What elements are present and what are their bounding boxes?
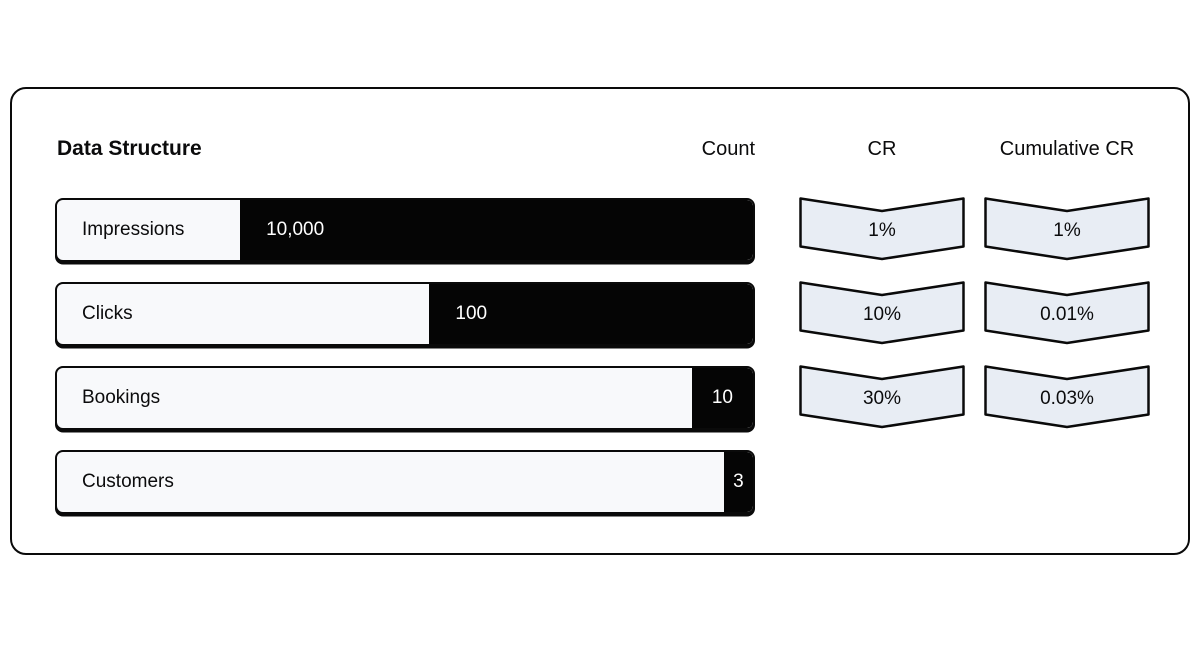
rate-badge-value: 10% [862,304,902,325]
chevron-banner-shape [984,365,1150,429]
chevron-banner-shape [984,281,1150,345]
cr-badge: 10% [799,281,965,345]
rate-badge-value: 1% [1053,220,1081,241]
column-header-cumulative-cr: Cumulative CR [999,138,1135,160]
chevron-banner-shape [799,197,965,261]
column-header-count: Count [701,138,755,160]
funnel-bar-fill: 10,000 [240,200,753,260]
chevron-banner-shape [799,281,965,345]
cumulative-cr-badge: 0.01% [984,281,1150,345]
cr-badge: 1% [799,197,965,261]
cr-badge: 30% [799,365,965,429]
funnel-bar-fill: 10 [691,368,753,428]
column-header-cr: CR [867,138,897,160]
funnel-count-value: 10,000 [266,219,325,240]
rate-badge-value: 0.01% [1040,304,1094,325]
funnel-bar-clicks: Clicks 100 [55,282,755,346]
funnel-count-value: 100 [455,303,488,324]
funnel-count-value: 3 [733,471,744,492]
funnel-bar-fill: 100 [429,284,753,344]
cumulative-cr-badge: 1% [984,197,1150,261]
chevron-banner-shape [799,365,965,429]
funnel-stage-label: Customers [82,471,174,492]
panel-title: Data Structure [57,137,202,160]
funnel-bar-bookings: Bookings 10 [55,366,755,430]
funnel-stage-label: Impressions [82,219,185,240]
rate-badge-value: 0.03% [1040,388,1094,409]
funnel-stage-label: Bookings [82,387,161,408]
rate-badge-value: 1% [868,220,896,241]
cumulative-cr-badge: 0.03% [984,365,1150,429]
rate-badge-value: 30% [862,388,902,409]
funnel-count-value: 10 [711,387,733,408]
chevron-banner-shape [984,197,1150,261]
funnel-stage-label: Clicks [82,303,133,324]
data-structure-panel: Data Structure Count CR Cumulative CR Im… [10,87,1190,555]
funnel-bar-customers: Customers 3 [55,450,755,514]
funnel-bar-impressions: Impressions 10,000 [55,198,755,262]
funnel-bar-fill: 3 [723,452,753,512]
